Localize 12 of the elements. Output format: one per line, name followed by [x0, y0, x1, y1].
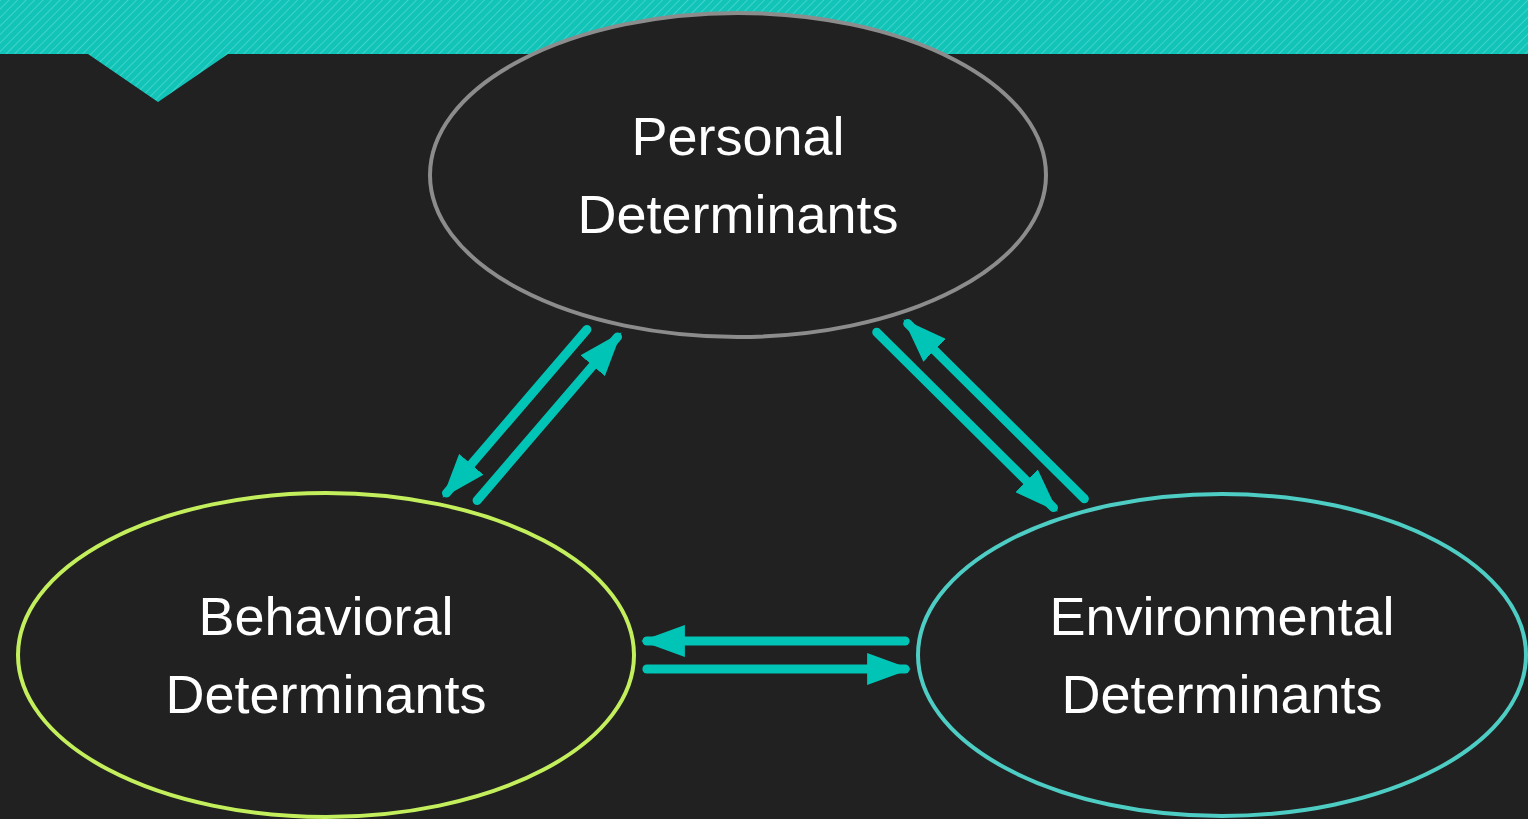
node-label: Environmental Determinants [1048, 584, 1396, 726]
arrow [872, 327, 1058, 513]
arrow [903, 319, 1089, 504]
ellipse-node [916, 492, 1528, 818]
arrow [472, 332, 622, 505]
node-label: Personal Determinants [576, 104, 900, 246]
arrow [442, 325, 592, 498]
ellipse-node [428, 11, 1048, 339]
ellipse-node [16, 491, 636, 819]
node-label: Behavioral Determinants [164, 584, 488, 726]
arrow [640, 625, 910, 657]
arrow [642, 653, 912, 685]
